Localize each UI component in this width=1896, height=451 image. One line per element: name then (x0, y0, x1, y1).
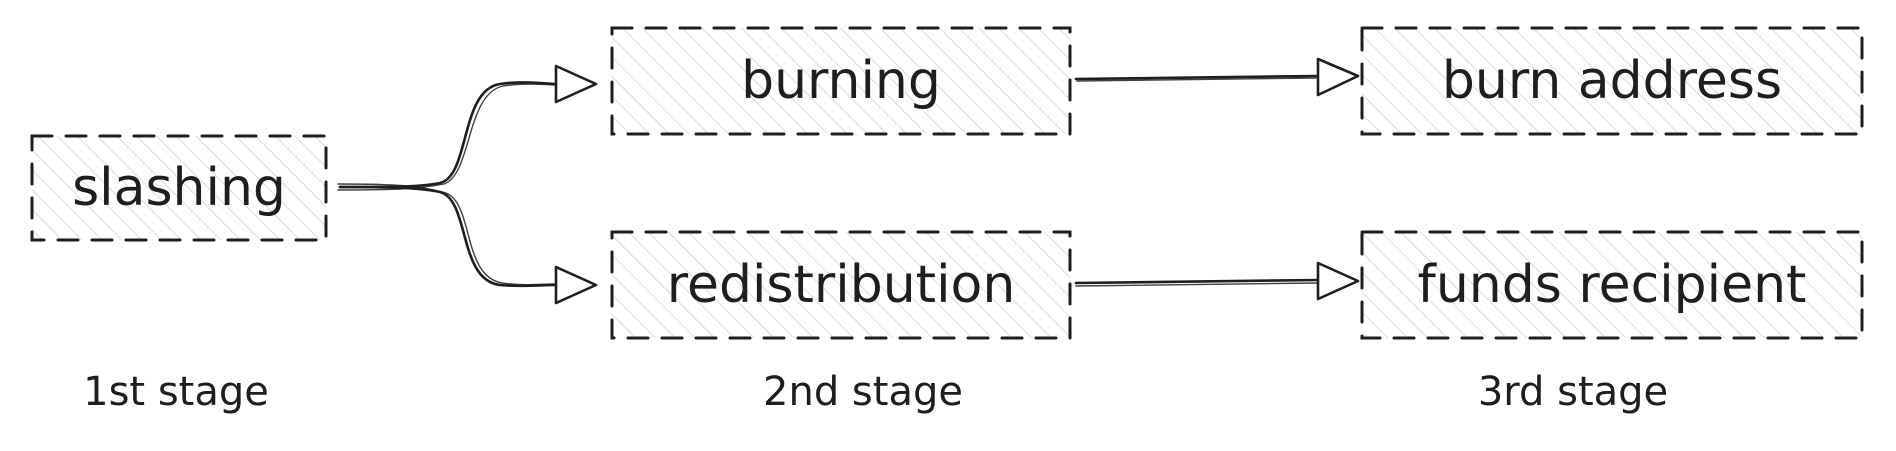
node-burning-label: burning (741, 51, 941, 111)
node-burning-box (610, 26, 1072, 136)
node-slashing-box (30, 134, 328, 242)
node-slashing-label: slashing (72, 158, 286, 218)
edges (337, 74, 1320, 288)
stage-label-third: 3rd stage (1478, 369, 1668, 415)
arrowheads (554, 57, 1360, 305)
arrowhead-to-burning (554, 64, 598, 104)
node-redistribution-label: redistribution (667, 255, 1016, 315)
node-burn-address[interactable]: burn address (1360, 26, 1864, 136)
stage-labels: 1st stage 2nd stage 3rd stage (83, 369, 1668, 415)
arrowhead-to-funds-recipient (1316, 261, 1360, 301)
node-redistribution[interactable]: redistribution (610, 230, 1072, 340)
node-funds-recipient-box (1360, 230, 1864, 340)
node-funds-recipient-label: funds recipient (1418, 255, 1807, 315)
edge-slashing-to-redistribution (337, 183, 557, 288)
edge-redistribution-to-funds-recipient (1074, 278, 1320, 287)
node-slashing[interactable]: slashing (30, 134, 328, 242)
arrowhead-to-redistribution (554, 265, 598, 305)
node-burning[interactable]: burning (610, 26, 1072, 136)
edge-burning-to-burn-address (1074, 74, 1318, 82)
stage-label-second: 2nd stage (763, 369, 963, 415)
node-redistribution-box (610, 230, 1072, 340)
node-burn-address-label: burn address (1442, 51, 1782, 111)
node-funds-recipient[interactable]: funds recipient (1360, 230, 1864, 340)
edge-slashing-to-burning (337, 81, 557, 191)
stage-label-first: 1st stage (83, 369, 269, 415)
arrowhead-to-burn-address (1316, 57, 1360, 97)
node-burn-address-box (1360, 26, 1864, 136)
